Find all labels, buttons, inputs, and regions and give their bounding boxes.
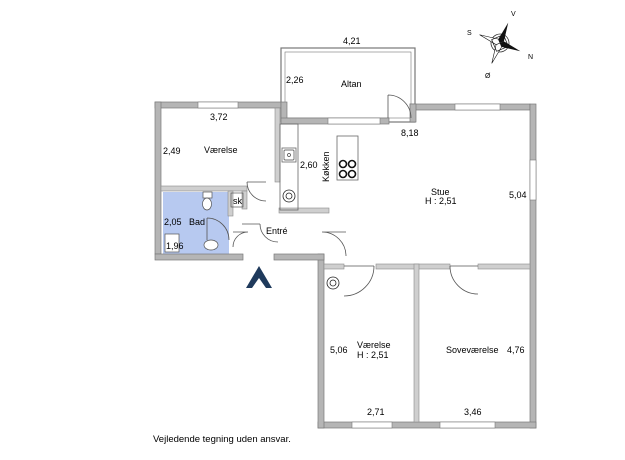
koekken-label: Køkken	[321, 151, 331, 182]
disclaimer-text: Vejledende tegning uden ansvar.	[153, 434, 291, 445]
compass-south: S	[467, 30, 472, 37]
bad-label: Bad	[189, 217, 206, 227]
stove	[338, 159, 357, 179]
interior-walls	[160, 107, 531, 423]
compass-east: Ø	[485, 73, 491, 80]
vaerelse-top-label: Værelse	[204, 145, 238, 155]
bad-depth: 2,05	[164, 217, 182, 227]
vaerelse-bottom-height: H : 2,51	[357, 350, 389, 360]
koekken-depth: 2,60	[300, 160, 318, 170]
kitchen-counter	[279, 123, 359, 211]
sovevaerelse-width: 3,46	[464, 407, 482, 417]
compass-rose	[479, 22, 521, 64]
stue-depth: 5,04	[509, 190, 527, 200]
vaerelse-bottom-depth: 5,06	[330, 345, 348, 355]
vaerelse-top-depth: 2,49	[163, 146, 181, 156]
bad-width: 1,96	[166, 241, 184, 251]
vaerelse-bottom-label: Værelse	[357, 340, 391, 350]
ventilation-fans	[282, 189, 340, 290]
sovevaerelse-label: Soveværelse	[446, 345, 499, 355]
entrance-arrow	[246, 266, 272, 288]
kitchen-sink	[283, 149, 295, 161]
door-swings	[206, 94, 479, 297]
altan-label: Altan	[341, 79, 362, 89]
altan-depth: 2,26	[286, 75, 304, 85]
vaerelse-top-width: 3,72	[210, 112, 228, 122]
entre-label: Entré	[266, 226, 288, 236]
vaerelse-bottom-width: 2,71	[367, 407, 385, 417]
compass-west: V	[511, 11, 516, 18]
bathroom-fixtures	[164, 191, 244, 253]
stue-width: 8,18	[401, 128, 419, 138]
sovevaerelse-depth: 4,76	[507, 345, 525, 355]
windows	[197, 101, 537, 429]
stue-label: Stue	[431, 187, 450, 197]
compass-north: N	[528, 54, 533, 61]
sk-label: sk	[233, 196, 242, 206]
stue-height: H : 2,51	[425, 196, 457, 206]
altan-width: 4,21	[343, 36, 361, 46]
